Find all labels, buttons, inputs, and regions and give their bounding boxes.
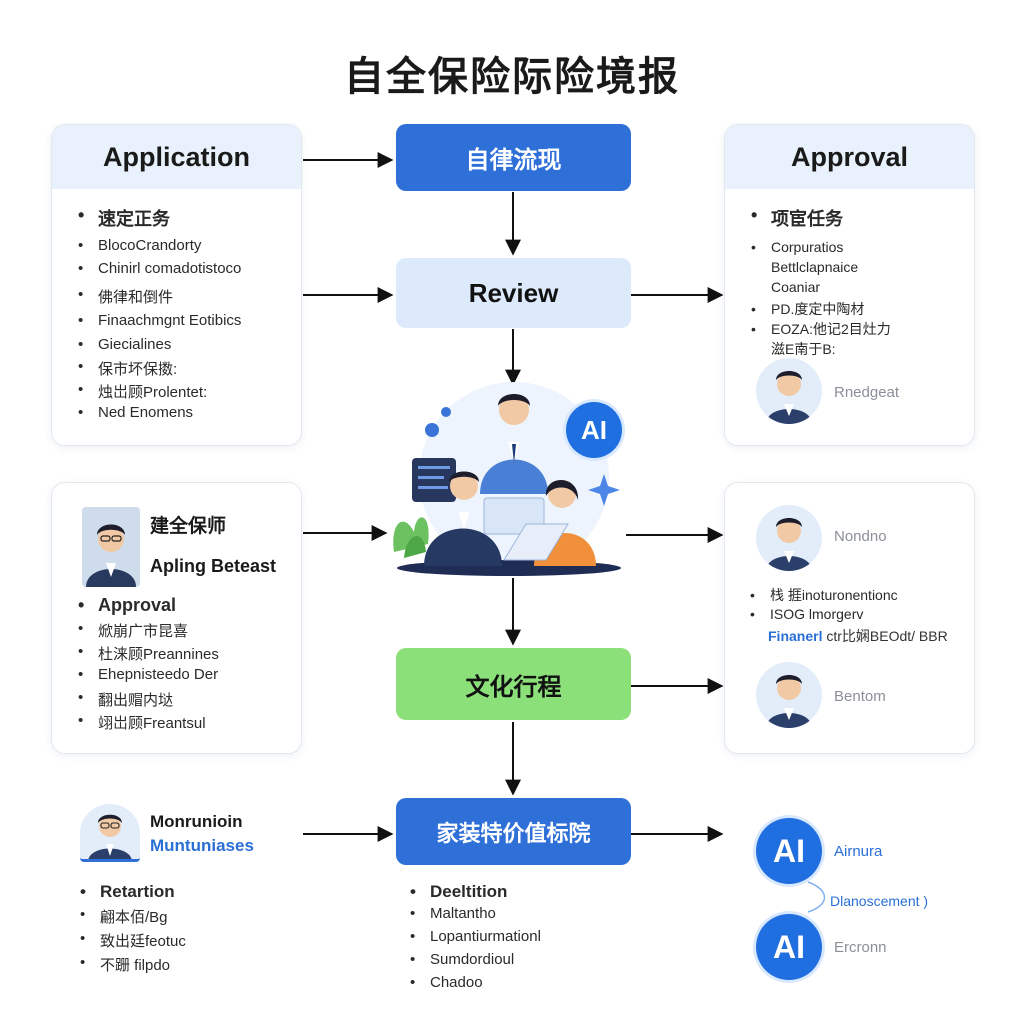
page-title: 自全保险际险境报 [344,54,680,100]
person-icon [766,518,812,571]
application-lead: 速定正务 [74,205,291,231]
person-icon [766,371,812,424]
list-item: Giecialines [74,336,291,358]
bottom-center-list: Deeltition Maltantho Lopantiurmationl Su… [406,882,541,997]
application-card: Application 速定正务 BlocoCrandorty Chinirl … [51,124,302,446]
mid-left-card: 建全保师 Apling Beteast Approval 焮崩广市昆喜 杜涞顾P… [51,482,302,754]
team-meeting-illustration [393,382,621,576]
list-item: Chinirl comadotistoco [74,260,291,286]
list-item: 栈 捱inoturonentionc [746,586,898,605]
approval-lead: 项宦任务 [747,205,964,231]
approval-person-avatar [756,358,822,424]
ai-1-label: Airnura [834,843,883,860]
list-item: Ned Enomens [74,404,291,427]
team-illustration [384,382,634,582]
finance-text: ctr比娴BEOdt/ BBR [826,628,948,644]
person-icon [88,814,132,859]
approval-person-name: Rnedgeat [834,384,900,401]
list-item: 保市坏保擞: [74,358,291,381]
bottom-left-name: Monrunioin [150,812,243,831]
ai-connector-line [807,881,826,913]
bottom-left-avatar [80,804,140,862]
ai-2-label: Ercronn [834,939,887,956]
list-item: Finaachmgnt Eotibics [74,312,291,336]
list-item: Maltantho [406,905,541,928]
mid-left-name: 建全保师 [150,516,227,537]
flow-step-3[interactable]: 文化行程 [396,648,631,720]
flow-step-review[interactable]: Review [396,258,631,328]
application-list: 速定正务 BlocoCrandorty Chinirl comadotistoc… [52,189,301,427]
bottom-left-subtitle: Muntuniases [150,836,254,855]
list-item: 焮崩广市昆喜 [74,620,219,643]
person-icon [766,675,812,728]
list-item: BlocoCrandorty [74,237,291,260]
list-item: Ehepnisteedo Der [74,666,219,689]
list-item-text: Coaniar [771,279,821,295]
list-item-text: Corpuratios [771,239,844,255]
list-item: Corpuratios Bettlclapnaice Coaniar [747,237,964,297]
list-item: PD.度定中陶材 [747,299,964,319]
ai-badge-2: AI [756,914,822,980]
list-item: Sumdordioul [406,951,541,974]
list-item: 致出廷feotuc [76,930,186,954]
list-item: 翊岀顾Freantsul [74,712,219,735]
mid-right-person2-avatar [756,662,822,728]
bottom-left-lead: Retartion [76,882,186,902]
list-item: 烛岀顾Prolentet: [74,381,291,404]
list-item: Lopantiurmationl [406,928,541,951]
ai-connector-label: Dlanoscement ) [830,893,929,909]
profile-photo [82,507,140,587]
list-item: 翻出赗内垯 [74,689,219,712]
approval-card-header: Approval [725,125,974,189]
approval-list: 项宦任务 Corpuratios Bettlclapnaice Coaniar … [725,189,974,359]
list-item-text: 滋E南于B: [771,341,836,357]
ai-badge-center: AI [566,402,622,458]
list-item: Chadoo [406,974,541,997]
list-item: 翩本佰/Bg [76,906,186,930]
application-card-header: Application [52,125,301,189]
mid-left-lead: Approval [74,595,219,616]
person-icon [82,507,140,587]
list-item: EOZA:他记2目灶力 滋E南于B: [747,319,964,359]
mid-right-finance-line: Finanerl ctr比娴BEOdt/ BBR [768,626,948,646]
mid-right-person1-avatar [756,505,822,571]
ai-badge-1: AI [756,818,822,884]
list-item-text: EOZA:他记2目灶力 [771,321,891,337]
mid-right-list: 栈 捱inoturonentionc ISOG lmorgerv [746,586,898,624]
approval-card: Approval 项宦任务 Corpuratios Bettlclapnaice… [724,124,975,446]
finance-label: Finanerl [768,628,823,644]
mid-left-subtitle: Apling Beteast [150,556,277,576]
flow-step-4[interactable]: 家装特价值标院 [396,798,631,865]
mid-left-list: Approval 焮崩广市昆喜 杜涞顾Preannines Ehepnistee… [74,595,219,735]
list-item: ISOG lmorgerv [746,605,898,624]
mid-right-person1-name: Nondno [834,528,887,545]
bottom-left-list: Retartion 翩本佰/Bg 致出廷feotuc 不跚 filpdo [76,882,186,978]
list-item-text: Bettlclapnaice [771,259,859,275]
flow-step-1[interactable]: 自律流现 [396,124,631,191]
mid-right-person2-name: Bentom [834,688,886,705]
list-item: 杜涞顾Preannines [74,643,219,666]
list-item: 佛律和倒件 [74,286,291,312]
bottom-center-lead: Deeltition [406,882,541,902]
list-item: 不跚 filpdo [76,954,186,978]
